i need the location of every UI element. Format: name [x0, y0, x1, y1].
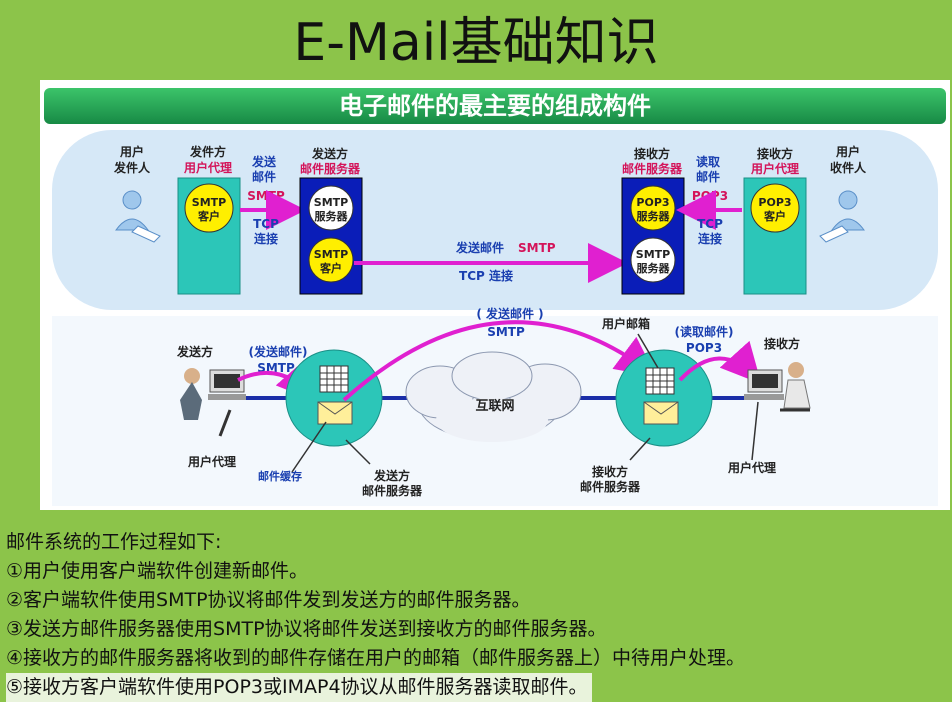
internet-smtp-label: SMTP	[487, 325, 525, 339]
sender-server-pointer	[345, 439, 371, 465]
sender-server-head2: 邮件服务器	[300, 161, 361, 176]
diagram-panel: 电子邮件的最主要的组成构件 用户 发件人 发件方 用户代理 SMTP 客户 发送…	[40, 80, 950, 510]
receiver-server-line2: 邮件服务器	[580, 479, 641, 494]
sender-computer-icon	[180, 368, 246, 437]
smtp-client-circle	[184, 183, 234, 233]
recv-server-head2: 邮件服务器	[622, 161, 683, 176]
recv-agent-head1: 接收方	[757, 146, 793, 161]
step-3: ③发送方邮件服务器使用SMTP协议将邮件发送到接收方的邮件服务器。	[6, 618, 607, 640]
tcp-right-2: 连接	[698, 231, 722, 246]
pop3-client-line1: POP3	[758, 196, 791, 209]
pop3-server-line2: 服务器	[637, 209, 671, 223]
smtp-server2-line2: 服务器	[637, 261, 671, 275]
steps-intro: 邮件系统的工作过程如下:	[6, 531, 222, 553]
step-2: ②客户端软件使用SMTP协议将邮件发到发送方的邮件服务器。	[6, 589, 531, 611]
sender-user-line1: 用户	[119, 144, 144, 159]
receiver-envelope-icon	[643, 401, 679, 425]
read-pop3-label: POP3	[686, 341, 722, 355]
smtp-client2-circle	[308, 237, 354, 283]
sender-server-line1: 发送方	[373, 468, 410, 483]
recv-user-line2: 收件人	[830, 160, 867, 175]
receiver-server-line1: 接收方	[592, 464, 628, 479]
mail-cache-label: 邮件缓存	[258, 469, 302, 483]
slide-title: E-Mail基础知识	[293, 13, 659, 73]
sender-user-line2: 发件人	[113, 160, 151, 175]
pop3-client-circle	[750, 183, 800, 233]
read-mail-3: POP3	[692, 189, 728, 203]
recv-server-head1: 接收方	[634, 146, 670, 161]
mid-send: 发送邮件	[455, 240, 504, 255]
step-4: ④接收方的邮件服务器将收到的邮件存储在用户的邮箱（邮件服务器上）中待用户处理。	[6, 647, 746, 669]
receiver-person-icon	[819, 190, 865, 243]
banner-title: 电子邮件的最主要的组成构件	[339, 92, 651, 120]
pop3-server-line1: POP3	[636, 196, 669, 209]
tcp-right-1: TCP	[697, 217, 723, 231]
smtp-server2-circle	[630, 237, 676, 283]
smtp-server-circle	[308, 185, 354, 231]
mid-tcp: TCP 连接	[459, 268, 513, 283]
sender-server-line2: 邮件服务器	[362, 483, 423, 498]
receiver-computer-icon	[744, 362, 811, 412]
receiver-server-pointer	[629, 437, 651, 461]
mid-smtp: SMTP	[518, 241, 556, 255]
banner-bar	[44, 88, 946, 124]
step-1: ①用户使用客户端软件创建新邮件。	[6, 560, 309, 582]
user-agent-right: 用户代理	[727, 460, 776, 475]
bottom-sender-label: 发送方	[176, 344, 213, 359]
send-mail-2: 邮件	[252, 169, 276, 184]
send-mail-1: 发送	[251, 154, 277, 169]
sender-agent-head2: 用户代理	[183, 160, 232, 175]
smtp-client-line2: 客户	[197, 209, 220, 223]
sender-mail-server	[285, 349, 383, 447]
smtp-server2-line1: SMTP	[636, 248, 670, 261]
read-mail-2: 邮件	[696, 169, 720, 184]
mailbox-label: 用户邮箱	[601, 316, 650, 331]
receiver-label: 接收方	[764, 336, 800, 351]
sender-person-icon	[115, 190, 161, 243]
sender-agent-head1: 发件方	[189, 144, 226, 159]
recv-agent-head2: 用户代理	[750, 161, 799, 176]
sender-user-block: 用户 发件人	[113, 144, 161, 243]
tcp-left-2: 连接	[254, 231, 278, 246]
arrow-internet	[342, 320, 657, 402]
internet-label: 互联网	[475, 399, 514, 414]
pop3-server-circle	[630, 185, 676, 231]
step-5: ⑤接收方客户端软件使用POP3或IMAP4协议从邮件服务器读取邮件。	[6, 673, 592, 702]
mail-cache-pointer	[291, 421, 327, 473]
recv-user-line1: 用户	[835, 144, 860, 159]
smtp-server-line1: SMTP	[314, 196, 348, 209]
tcp-left-1: TCP	[253, 217, 279, 231]
send-smtp-paren: (发送邮件)	[249, 344, 308, 359]
smtp-server-line2: 服务器	[315, 209, 349, 223]
send-mail-3: SMTP	[247, 189, 285, 203]
mail-diagram: 电子邮件的最主要的组成构件 用户 发件人 发件方 用户代理 SMTP 客户 发送…	[44, 88, 946, 506]
pop3-client-line2: 客户	[763, 209, 786, 223]
top-area	[52, 130, 938, 310]
read-mail-1: 读取	[696, 154, 720, 169]
smtp-client2-line1: SMTP	[314, 248, 348, 261]
smtp-client2-line2: 客户	[319, 261, 342, 275]
internet-send-paren: ( 发送邮件 )	[476, 306, 543, 321]
user-agent-right-pointer	[751, 401, 759, 461]
sender-server-head1: 发送方	[311, 146, 348, 161]
sender-grid-icon	[319, 365, 349, 393]
sender-envelope-icon	[317, 401, 353, 425]
smtp-client-line1: SMTP	[192, 196, 226, 209]
mailbox-pointer	[637, 333, 659, 369]
steps-list: 邮件系统的工作过程如下: ①用户使用客户端软件创建新邮件。 ②客户端软件使用SM…	[6, 528, 946, 702]
user-agent-left: 用户代理	[187, 454, 236, 469]
read-paren: (读取邮件)	[675, 324, 734, 339]
receiver-grid-icon	[645, 367, 675, 395]
internet-cloud	[405, 351, 582, 442]
